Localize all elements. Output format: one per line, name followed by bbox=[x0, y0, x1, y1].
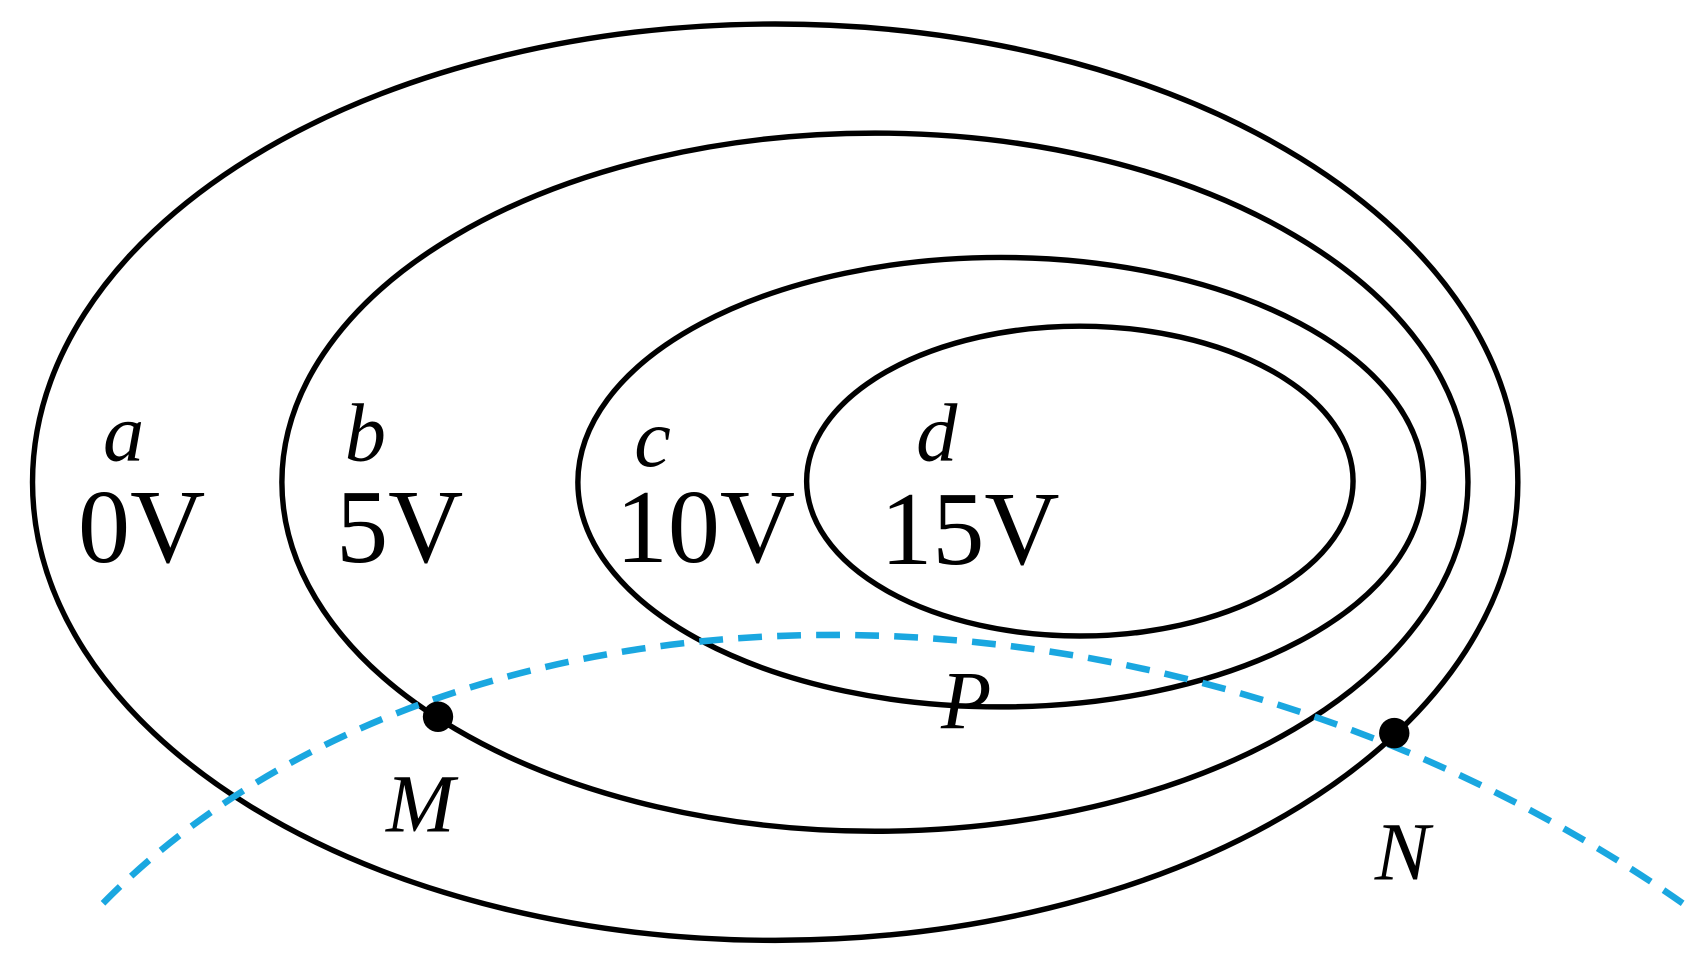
point-m-dot bbox=[422, 701, 454, 732]
label-0v: 0V bbox=[78, 469, 205, 585]
label-d: d bbox=[916, 386, 958, 478]
label-b: b bbox=[345, 386, 386, 478]
label-10v: 10V bbox=[616, 469, 795, 585]
equipotential-d bbox=[803, 323, 1356, 639]
label-5v: 5V bbox=[336, 469, 463, 585]
label-p: P bbox=[940, 654, 991, 746]
label-c: c bbox=[634, 392, 671, 484]
particle-trajectory bbox=[100, 631, 1685, 906]
label-n: N bbox=[1374, 805, 1434, 897]
label-m: M bbox=[385, 757, 459, 849]
label-15v: 15V bbox=[880, 471, 1059, 587]
point-n-dot bbox=[1379, 717, 1410, 749]
equipotential-c bbox=[575, 254, 1427, 710]
equipotential-a bbox=[29, 21, 1521, 944]
equipotential-b bbox=[279, 130, 1471, 834]
label-a: a bbox=[103, 386, 144, 478]
